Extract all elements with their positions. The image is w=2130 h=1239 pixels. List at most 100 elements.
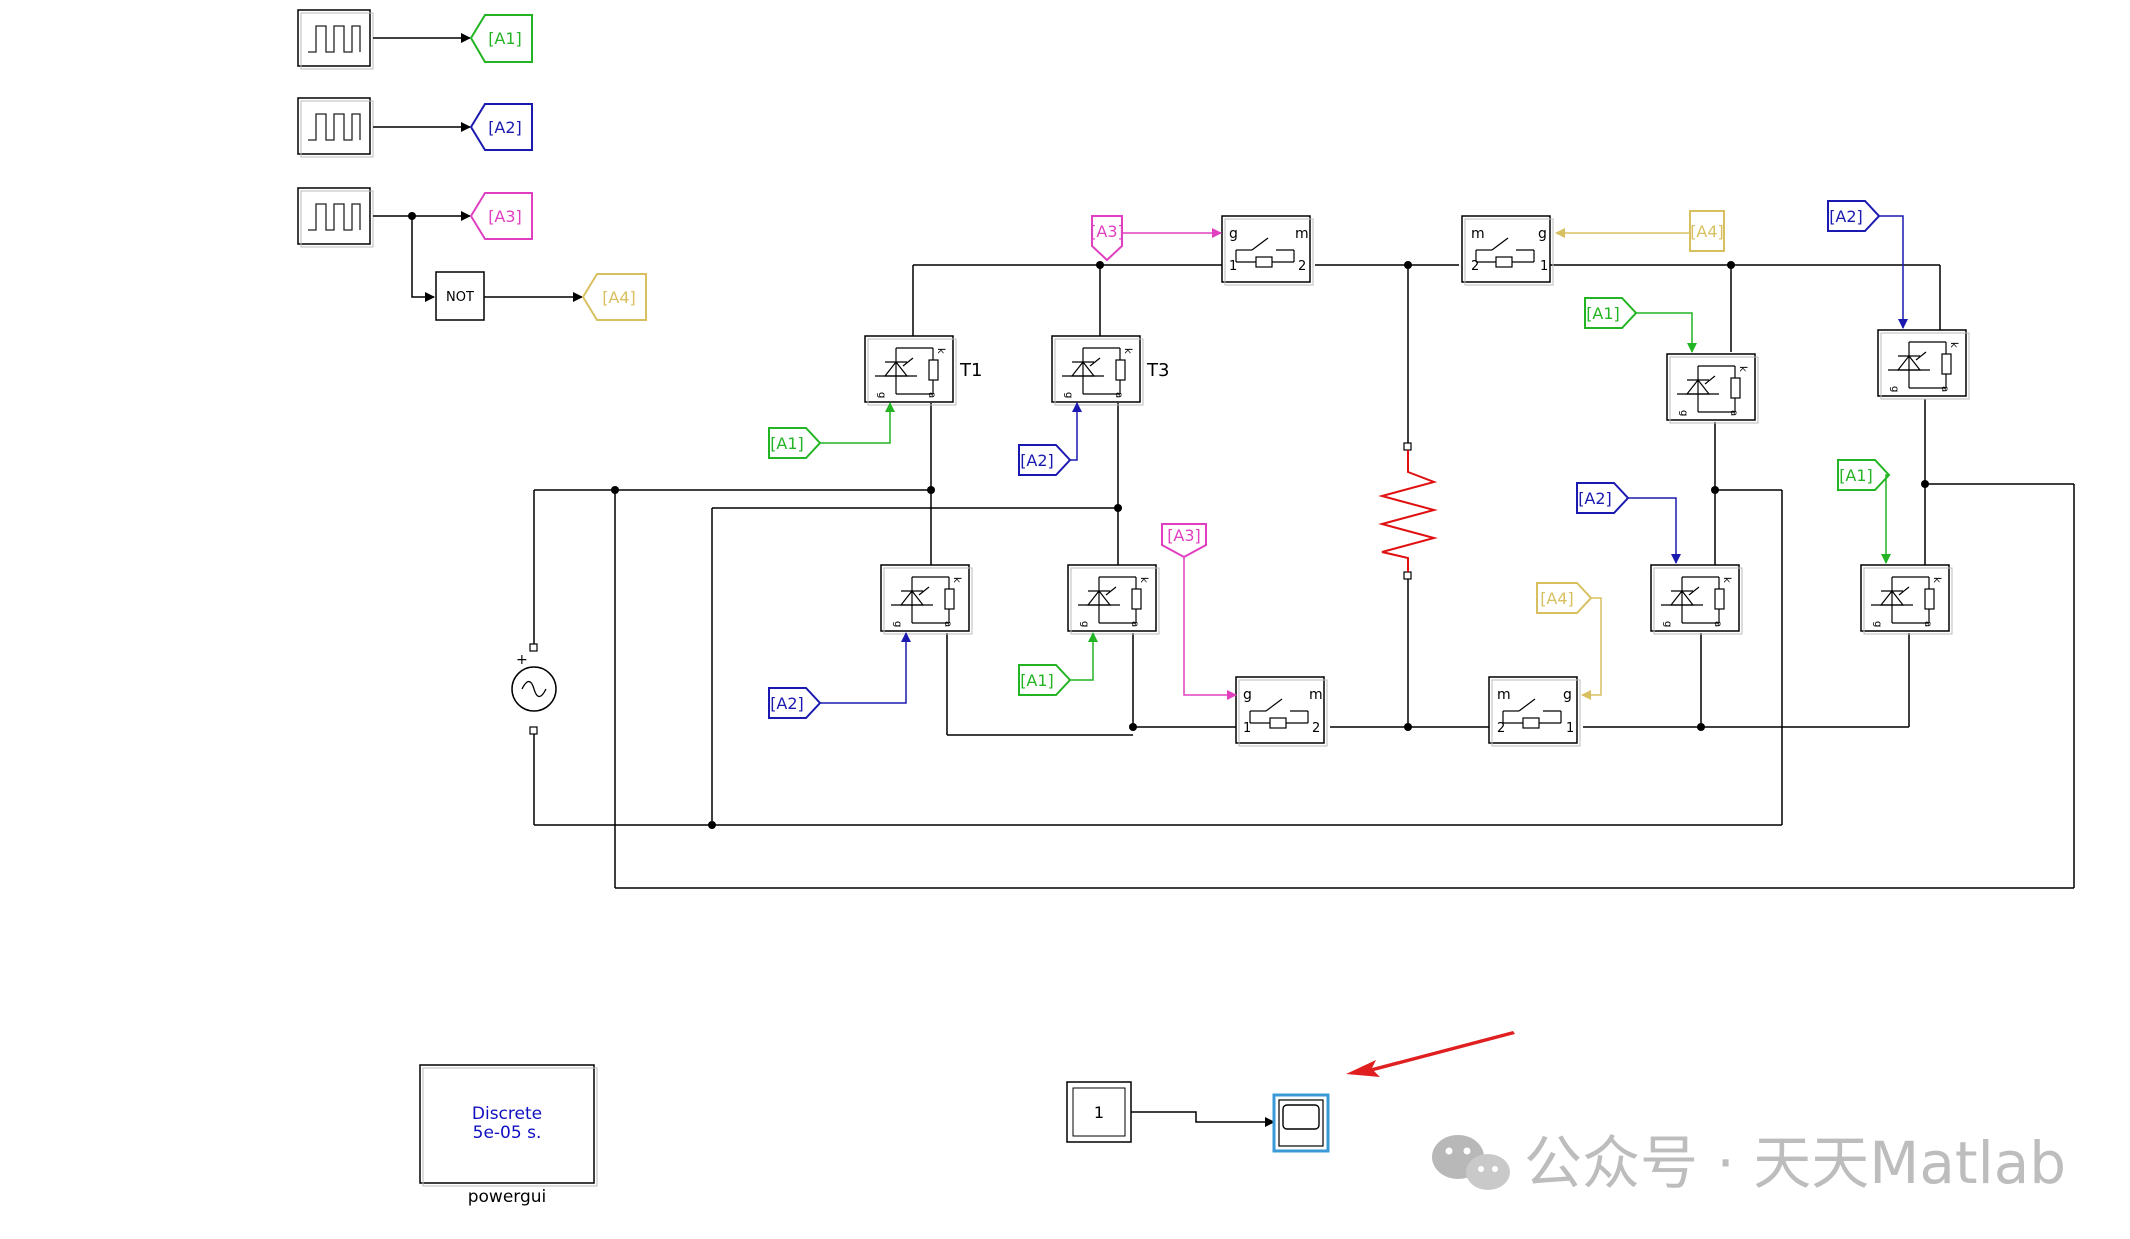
goto-tag-a3-top[interactable]: [A3] — [469, 192, 533, 240]
thyristor-pin-label: k — [1122, 348, 1133, 354]
thyristor-pin-label: k — [935, 348, 946, 354]
breaker-switch-top-left[interactable]: g m 1 2 — [1221, 215, 1314, 286]
goto-tag-label: [A2] — [488, 118, 522, 137]
not-logic-block[interactable]: NOT — [435, 271, 485, 321]
from-tag-label: [A3] — [1167, 526, 1201, 545]
from-tag-label: [A1] — [770, 434, 804, 453]
switch-port-label: m — [1309, 687, 1323, 703]
from-tag-label: [A2] — [1578, 489, 1612, 508]
switch-port-label: 1 — [1229, 259, 1237, 274]
pulse-generator-icon — [297, 97, 374, 158]
from-tag-label: [A3] — [1090, 222, 1124, 241]
thyristor-upper-right-1[interactable]: k g a — [1666, 353, 1759, 424]
goto-tag-a2-top[interactable]: [A2] — [469, 103, 533, 151]
scope-icon — [1282, 1104, 1320, 1130]
thyristor-pin-label: k — [951, 577, 962, 583]
switch-port-label: 2 — [1312, 721, 1320, 736]
thyristor-pin-label: a — [1939, 386, 1950, 392]
from-tag-a2-lower-right[interactable]: [A2] — [1576, 482, 1630, 514]
powergui-sample-time: 5e-05 s. — [473, 1123, 542, 1143]
goto-tag-label: [A3] — [488, 207, 522, 226]
powergui-block[interactable]: Discrete 5e-05 s. powergui — [419, 1064, 598, 1207]
thyristor-pin-label: g — [876, 392, 887, 398]
pulse-generator-icon — [297, 9, 374, 70]
switch-port-label: m — [1497, 687, 1511, 703]
from-tag-label: [A1] — [1020, 671, 1054, 690]
from-tag-a2-t3[interactable]: [A2] — [1018, 444, 1072, 476]
switch-port-label: m — [1471, 226, 1485, 242]
scope-block[interactable] — [1272, 1093, 1330, 1153]
wire-junctions — [611, 261, 1929, 829]
thyristor-pin-label: k — [1948, 342, 1959, 348]
goto-tag-a4-top[interactable]: [A4] — [581, 273, 647, 321]
wechat-icon — [1432, 1135, 1510, 1190]
switch-port-label: 2 — [1471, 259, 1479, 274]
powergui-name: powergui — [468, 1187, 547, 1207]
circuit-wires — [533, 264, 2075, 889]
from-tag-label: [A4] — [1540, 589, 1574, 608]
annotation-arrow — [1346, 1031, 1515, 1077]
ac-voltage-source[interactable]: + — [511, 643, 557, 735]
thyristor-pin-label: a — [1712, 621, 1723, 627]
thyristor-lower-left-1[interactable]: k g a — [880, 564, 973, 635]
breaker-switch-top-right[interactable]: m g 2 1 — [1461, 215, 1554, 286]
from-tag-a1-lower-left[interactable]: [A1] — [1018, 664, 1072, 696]
pulse-generator-icon — [297, 187, 374, 248]
thyristor-pin-label: g — [1678, 410, 1689, 416]
resistor-icon — [1378, 450, 1438, 572]
pulse-generator-1[interactable] — [297, 9, 374, 70]
pulse-generator-3[interactable] — [297, 187, 374, 248]
from-tag-label: [A4] — [1690, 222, 1724, 241]
from-tag-label: [A1] — [1839, 466, 1873, 485]
thyristor-t1-label: T1 — [959, 360, 982, 381]
from-tag-a2-lower-left[interactable]: [A2] — [768, 687, 822, 719]
not-block-label: NOT — [446, 290, 474, 305]
thyristor-pin-label: k — [1138, 577, 1149, 583]
thyristor-pin-label: a — [1922, 621, 1933, 627]
resistor-load[interactable] — [1378, 442, 1438, 580]
watermark: 公众号 · 天天Matlab — [1432, 1129, 2066, 1197]
thyristor-pin-label: g — [1079, 621, 1090, 627]
thyristor-pin-label: k — [1931, 577, 1942, 583]
thyristor-pin-label: g — [1872, 621, 1883, 627]
switch-port-label: 1 — [1243, 721, 1251, 736]
constant-value: 1 — [1094, 1103, 1104, 1122]
watermark-text: 公众号 · 天天Matlab — [1524, 1129, 2066, 1197]
thyristor-pin-label: a — [1728, 410, 1739, 416]
breaker-switch-bottom-left[interactable]: g m 1 2 — [1235, 676, 1328, 747]
goto-tag-label: [A4] — [602, 288, 636, 307]
thyristor-pin-label: g — [892, 621, 903, 627]
switch-port-label: g — [1229, 226, 1238, 242]
switch-port-label: 2 — [1298, 259, 1306, 274]
switch-port-label: g — [1563, 687, 1572, 703]
switch-port-label: m — [1295, 226, 1309, 242]
thyristor-pin-label: a — [942, 621, 953, 627]
source-polarity-label: + — [516, 652, 528, 668]
powergui-mode: Discrete — [472, 1104, 542, 1124]
thyristor-pin-label: a — [1113, 392, 1124, 398]
constant-block[interactable]: 1 — [1066, 1081, 1132, 1143]
from-tag-a3-top-switch[interactable]: [A3] — [1090, 215, 1124, 262]
from-tag-a4-top-switch[interactable]: [A4] — [1689, 210, 1725, 252]
from-tag-a1-lower-right[interactable]: [A1] — [1837, 459, 1891, 491]
breaker-switch-bottom-right[interactable]: m g 2 1 — [1488, 676, 1581, 747]
thyristor-pin-label: g — [1662, 621, 1673, 627]
from-tag-a4-bottom-switch[interactable]: [A4] — [1536, 582, 1593, 614]
goto-tag-label: [A1] — [488, 29, 522, 48]
from-tag-a1-t1[interactable]: [A1] — [768, 427, 822, 459]
from-tag-a1-upper-right[interactable]: [A1] — [1584, 297, 1638, 329]
thyristor-t3-label: T3 — [1146, 360, 1169, 381]
goto-tag-a1-top[interactable]: [A1] — [469, 14, 533, 63]
from-tag-a2-upper-right[interactable]: [A2] — [1827, 200, 1881, 232]
thyristor-pin-label: k — [1737, 366, 1748, 372]
pulse-generator-2[interactable] — [297, 97, 374, 158]
thyristor-lower-right-2[interactable]: k g a — [1860, 564, 1953, 635]
switch-port-label: g — [1538, 226, 1547, 242]
from-tag-a3-bottom-switch[interactable]: [A3] — [1161, 523, 1207, 559]
